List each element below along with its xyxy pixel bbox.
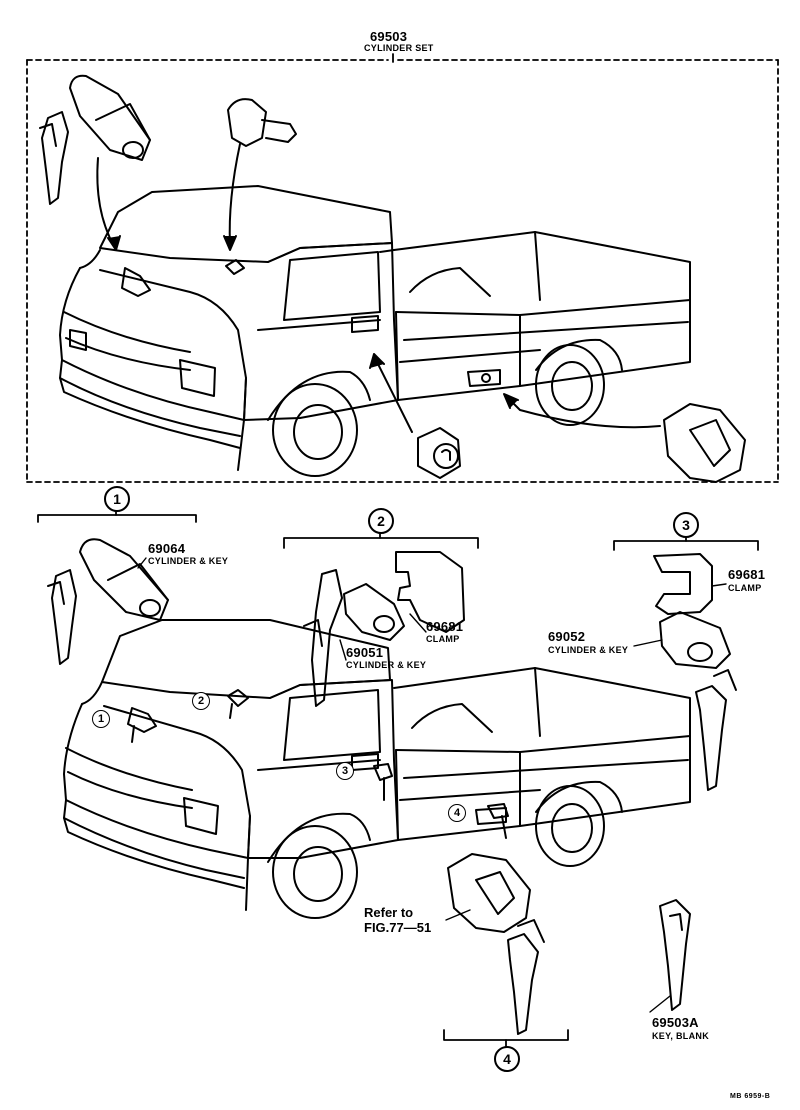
group-1-part-name: CYLINDER & KEY [148,556,229,566]
group-4-callout: 4 [494,1046,520,1072]
top-cylinder-parts [39,74,746,483]
figure-code: MB 6959-B [730,1093,771,1100]
truck-callout-4: 4 [448,804,466,822]
key-blank-part-name: KEY, BLANK [652,1031,710,1041]
group-3-part-name: CYLINDER & KEY [548,645,629,655]
group-1-part-number: 69064 [148,541,186,556]
top-arrows [96,143,661,433]
cylinder-set-part-name: CYLINDER SET [364,43,434,53]
leader-lines [137,557,727,1013]
key-blank-part-number: 69503A [652,1015,699,1030]
group-3-clamp-name: CLAMP [728,583,762,593]
cylinder-set-frame [26,59,779,483]
group-4-reference: Refer to FIG.77—51 [364,905,432,935]
top-truck-illustration [59,185,691,477]
truck-callout-1: 1 [92,710,110,728]
group-2-clamp-name: CLAMP [426,634,460,644]
truck-callout-2: 2 [192,692,210,710]
group-2-part-number: 69051 [346,645,384,660]
group-1-callout: 1 [104,486,130,512]
cylinder-set-part-number: 69503 [370,29,408,44]
group-2-clamp-number: 69681 [426,619,464,634]
group-2-callout: 2 [368,508,394,534]
bottom-cylinder-parts [47,538,737,1035]
group-brackets [37,507,759,1048]
group-3-callout: 3 [673,512,699,538]
group-2-part-name: CYLINDER & KEY [346,660,427,670]
group-3-part-number: 69052 [548,629,586,644]
truck-callout-3: 3 [336,762,354,780]
bottom-truck-illustration [63,619,691,919]
group-3-clamp-number: 69681 [728,567,766,582]
